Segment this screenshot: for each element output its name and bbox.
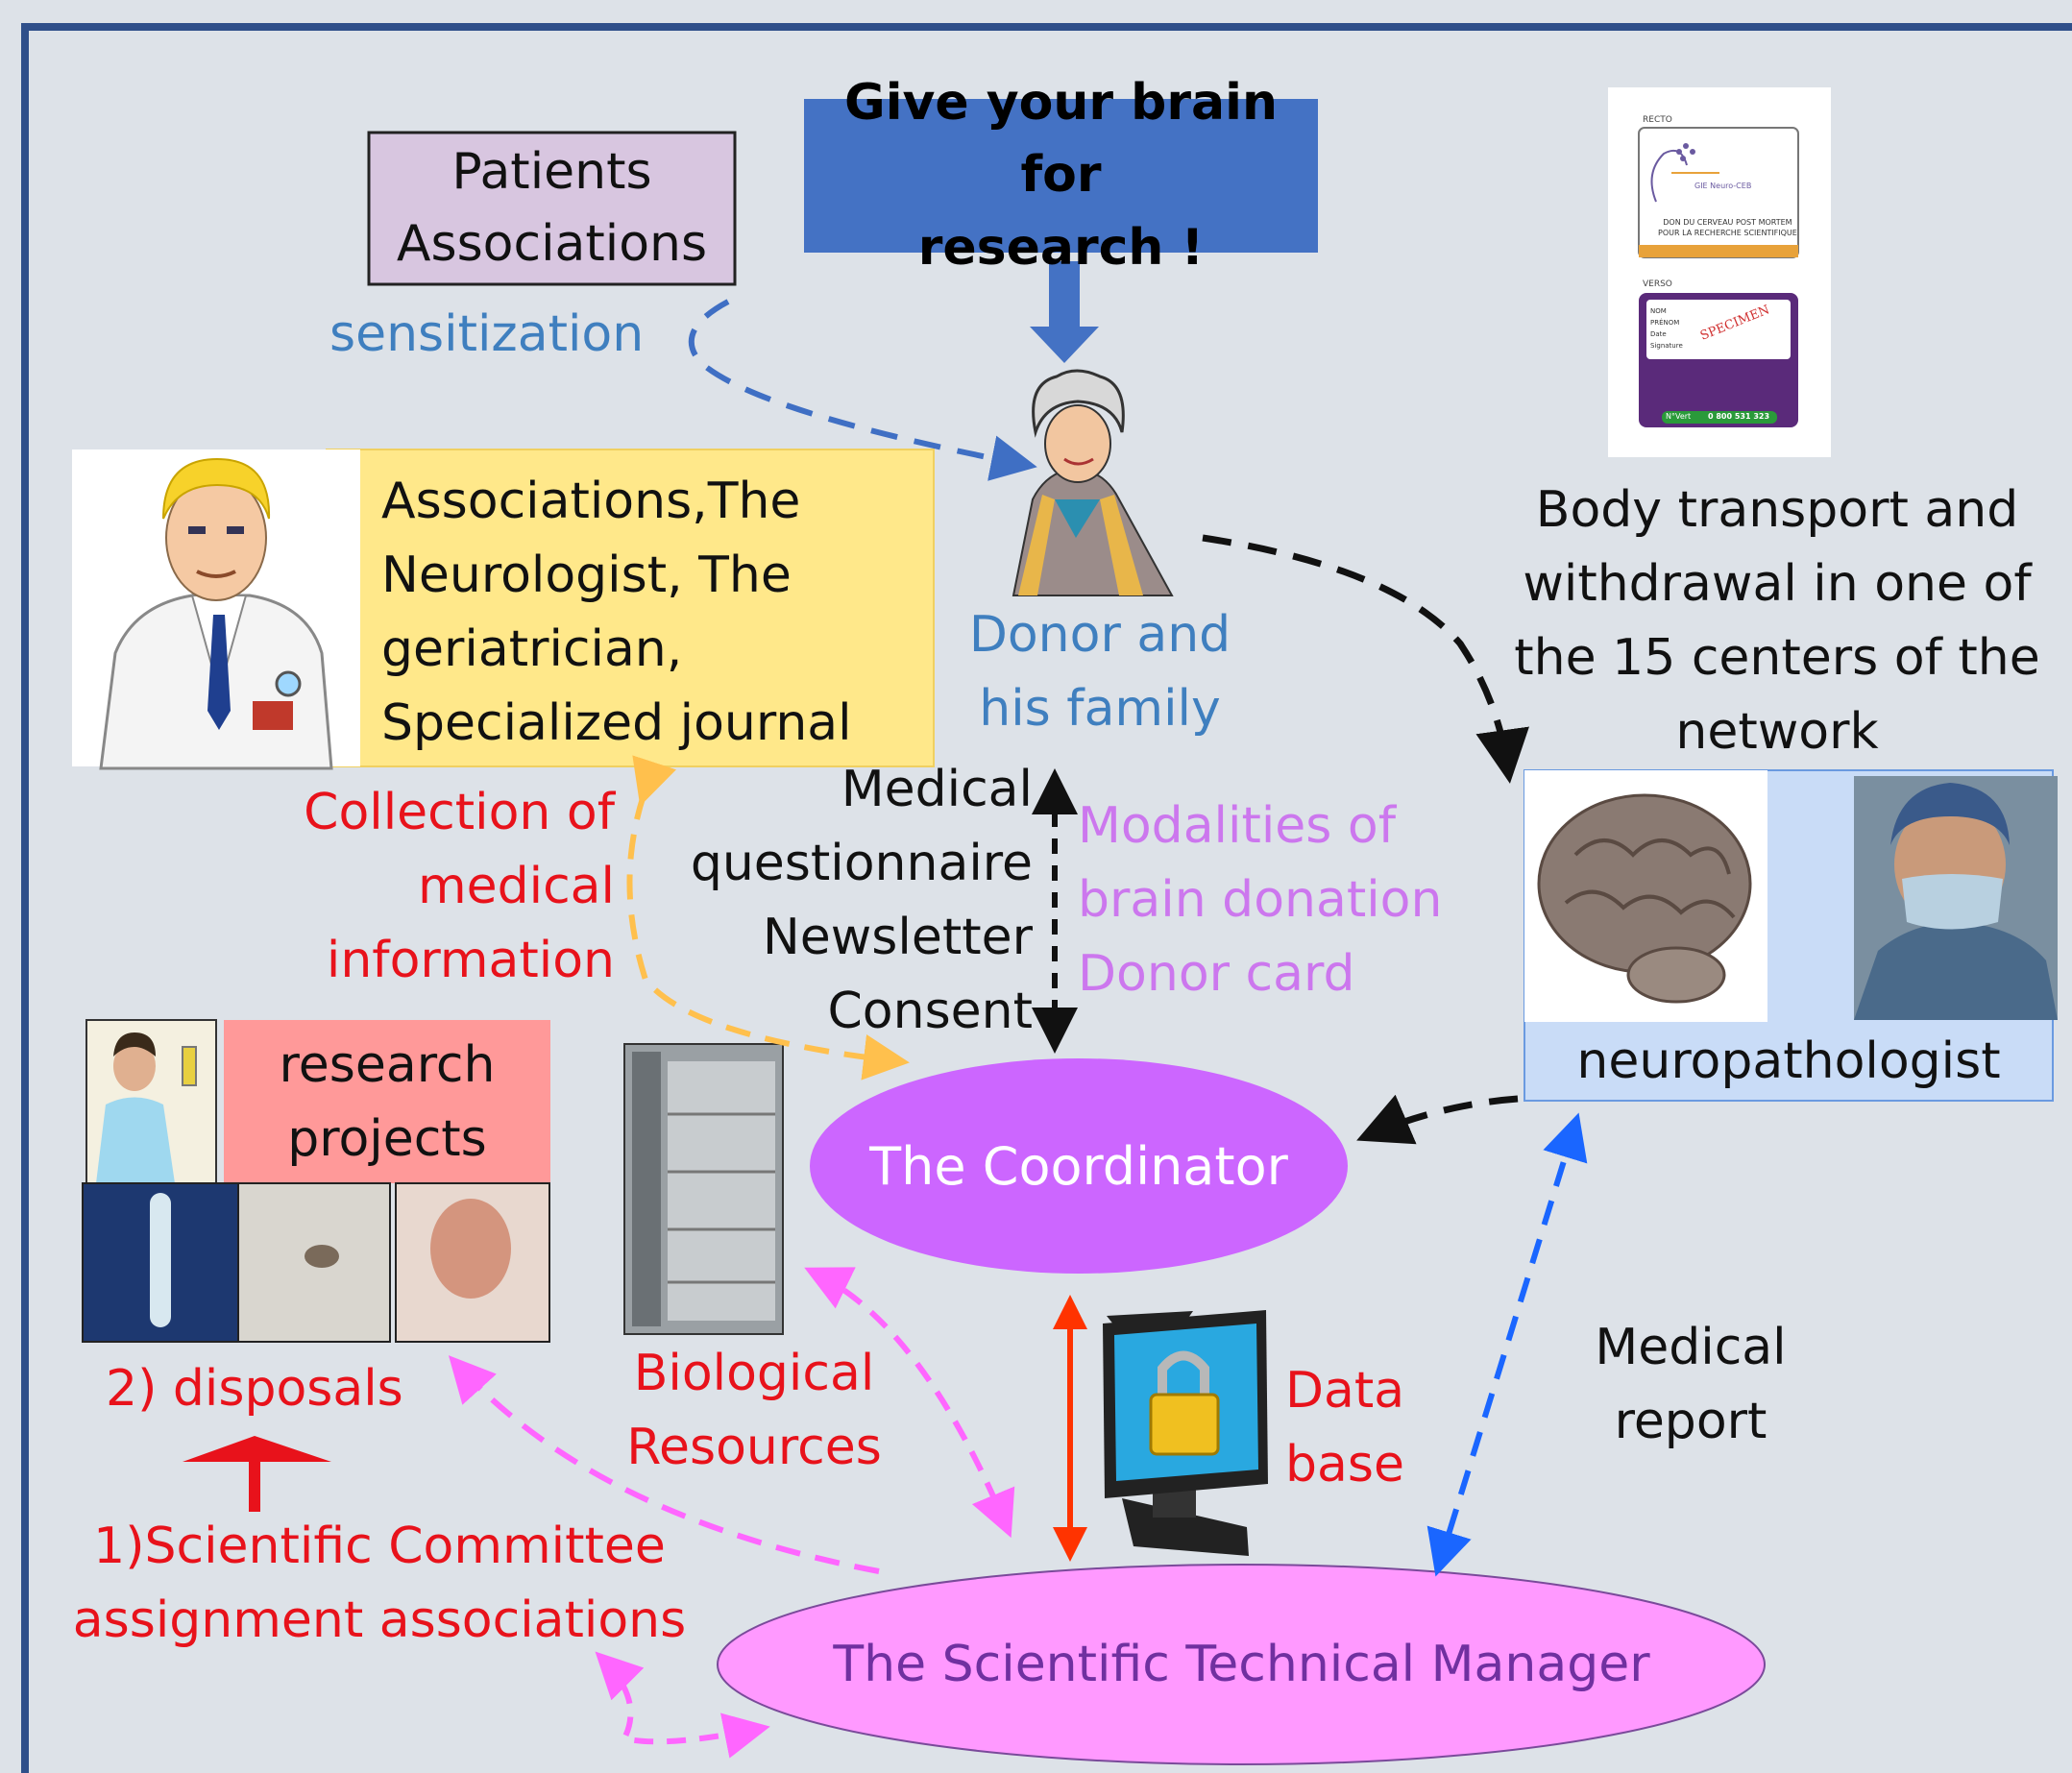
lab-researcher-icon [85, 1019, 217, 1184]
committee-to-disposals-arrow [183, 1436, 331, 1512]
modalities-line: brain donation [1078, 871, 1443, 929]
biological-resources-label: Biological Resources [615, 1337, 893, 1485]
info-sources-line: geriatrician, [381, 620, 683, 678]
donor-line: Donor and [968, 605, 1231, 664]
frame-border [21, 23, 2072, 1773]
donor-woman-icon [1012, 369, 1174, 596]
collection-label: Collection of medical information [288, 776, 615, 998]
storage-cabinet-icon [623, 1043, 784, 1335]
card-recto-caption: DON DU CERVEAU POST MORTEM POUR LA RECHE… [1658, 217, 1797, 238]
docs-to-coordinator-label: Medical questionnaire Newsletter Consent [672, 753, 1033, 1049]
manager-to-disposals-arrow [448, 1355, 880, 1574]
campaign-arrow [1030, 261, 1099, 363]
collection-arrow [626, 755, 910, 1081]
sensitization-arrow [688, 299, 1037, 481]
card-caption-line: DON DU CERVEAU POST MORTEM [1663, 218, 1792, 227]
neuropathologist-label: neuropathologist [1576, 1032, 2001, 1090]
patients-associations-line: Patients [451, 142, 652, 201]
medical-report-label: Medical report [1547, 1311, 1835, 1459]
docs-line: Medical [841, 761, 1033, 818]
sensitization-label: sensitization [329, 305, 645, 363]
docs-line: questionnaire [690, 835, 1033, 892]
patients-associations-box [367, 131, 737, 286]
biological-resources-line: Resources [626, 1419, 882, 1476]
transport-line: the 15 centers of the [1514, 629, 2040, 687]
patients-associations-label: Patients Associations [369, 133, 735, 284]
card-fields: NOM PRÉNOM Date Signature [1650, 305, 1683, 352]
card-logo-text: GIE Neuro-CEB [1694, 182, 1752, 190]
scientific-committee-line: 1)Scientific Committee [93, 1518, 666, 1575]
card-field: PRÉNOM [1650, 319, 1680, 327]
card-recto-label: RECTO [1643, 115, 1672, 125]
donor-label: Donor and his family [941, 597, 1258, 746]
card-phone: 0 800 531 323 [1708, 412, 1770, 421]
campaign-label: Give your brain for research ! [804, 74, 1318, 277]
test-tube-icon [82, 1182, 239, 1343]
surgeon-icon [1854, 776, 2058, 1020]
donor-line: his family [979, 679, 1221, 738]
tissue-sample-icon [237, 1182, 550, 1343]
card-caption-line: POUR LA RECHERCHE SCIENTIFIQUE [1658, 229, 1797, 237]
info-sources-line: Associations,The [381, 473, 801, 530]
card-verso-label: VERSO [1643, 279, 1672, 289]
transport-line: withdrawal in one of [1523, 555, 2032, 613]
transport-label: Body transport and withdrawal in one of … [1499, 473, 2056, 770]
research-projects-label: research projects [224, 1028, 550, 1177]
transport-line: network [1675, 703, 1879, 761]
computer-lock-icon [1103, 1310, 1268, 1556]
modalities-line: Donor card [1078, 945, 1355, 1003]
transport-line: Body transport and [1535, 481, 2019, 539]
docs-line: Newsletter [762, 909, 1033, 966]
research-projects-line: research [279, 1035, 496, 1094]
database-line: Data [1285, 1362, 1405, 1420]
modalities-line: Modalities of [1078, 797, 1397, 855]
campaign-line: research ! [917, 218, 1205, 277]
campaign-box [804, 99, 1318, 253]
database-line: base [1285, 1436, 1404, 1494]
research-projects-box [224, 1020, 550, 1183]
patients-associations-line: Associations [396, 215, 708, 273]
card-field: Date [1650, 330, 1667, 338]
medical-report-line: report [1614, 1393, 1767, 1450]
research-projects-line: projects [287, 1109, 487, 1168]
info-sources-box [326, 449, 935, 767]
collection-line: Collection of [304, 784, 615, 841]
doctor-icon [72, 449, 360, 770]
disposals-label: 2) disposals [106, 1360, 403, 1418]
collection-line: medical [417, 858, 615, 915]
info-sources-line: Specialized journal [381, 694, 852, 752]
brain-icon [1524, 770, 1767, 1022]
modalities-label: Modalities of brain donation Donor card [1078, 789, 1481, 1011]
database-label: Data base [1285, 1354, 1429, 1502]
card-phone-prefix: N°Vert [1666, 412, 1692, 421]
info-sources-label: Associations,The Neurologist, The geriat… [381, 465, 934, 761]
medical-report-arrow [1426, 1112, 1588, 1577]
biological-resources-line: Biological [633, 1345, 875, 1402]
collection-line: information [326, 932, 615, 989]
committee-manager-arrow [595, 1651, 770, 1759]
technical-manager-label: The Scientific Technical Manager [833, 1636, 1650, 1693]
coordinator-label: The Coordinator [869, 1135, 1288, 1197]
card-field: Signature [1650, 342, 1683, 350]
donor-card-icon [1608, 87, 1831, 457]
scientific-committee-label: 1)Scientific Committee assignment associ… [67, 1510, 692, 1658]
scientific-committee-line: assignment associations [72, 1591, 687, 1649]
medical-report-line: Medical [1595, 1319, 1787, 1376]
coordinator-ellipse [810, 1058, 1348, 1274]
docs-line: Consent [827, 983, 1033, 1040]
neuro-to-coordinator-arrow [1356, 1094, 1519, 1145]
card-field: NOM [1650, 307, 1667, 315]
info-sources-line: Neurologist, The [381, 546, 792, 604]
campaign-line: Give your brain for [844, 73, 1278, 205]
